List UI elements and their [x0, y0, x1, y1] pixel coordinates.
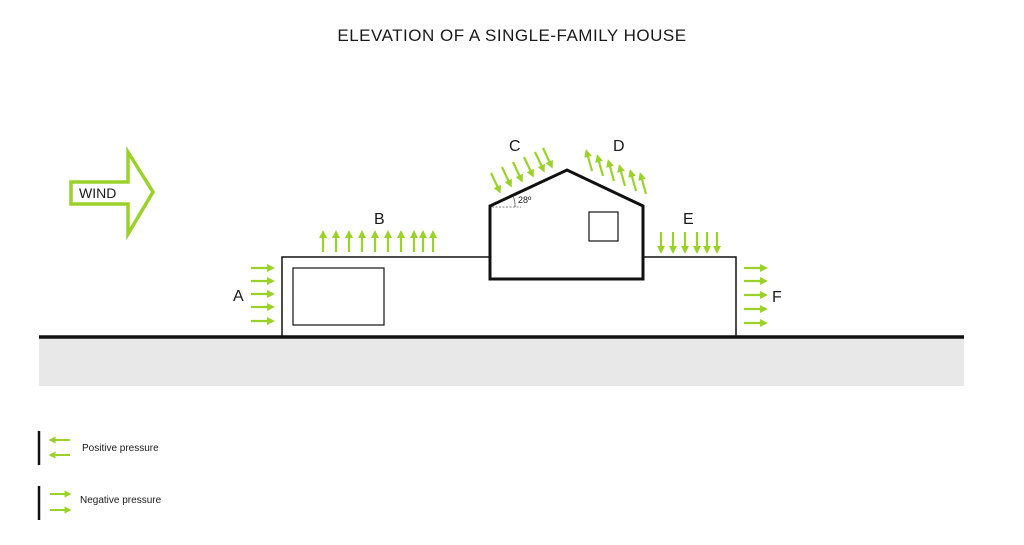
- house-lower-wing: [281, 256, 490, 337]
- zone-b-arrows: [319, 230, 437, 252]
- angle-arc: [512, 195, 516, 208]
- arrow-left-icon: [48, 436, 70, 459]
- zone-a-arrows: [251, 264, 275, 325]
- zone-label-b: B: [374, 211, 385, 228]
- house-gable: [488, 168, 645, 281]
- zone-d-arrows: [584, 149, 648, 195]
- roof-angle-label: 28º: [518, 195, 532, 205]
- wind-arrow-icon: [69, 145, 156, 241]
- legend-positive-label: Positive pressure: [82, 443, 159, 454]
- zone-label-a: A: [233, 288, 244, 305]
- arrow-right-icon: [50, 490, 72, 514]
- legend-negative-label: Negative pressure: [80, 495, 162, 506]
- zone-c-arrows: [490, 147, 553, 194]
- window-left: [292, 267, 385, 326]
- legend-negative: Negative pressure: [37, 486, 162, 520]
- window-gable: [588, 211, 619, 242]
- house-right-wing: [643, 256, 737, 337]
- zone-label-c: C: [509, 138, 521, 155]
- zone-f-arrows: [744, 264, 768, 327]
- legend-positive: Positive pressure: [37, 431, 159, 465]
- zone-label-d: D: [613, 138, 625, 155]
- wind-label: WIND: [79, 185, 116, 201]
- ground-strip: [39, 338, 964, 386]
- zone-e-arrows: [657, 232, 721, 254]
- diagram-title: ELEVATION OF A SINGLE-FAMILY HOUSE: [337, 26, 687, 45]
- zone-label-e: E: [683, 211, 694, 228]
- zone-label-f: F: [772, 289, 782, 306]
